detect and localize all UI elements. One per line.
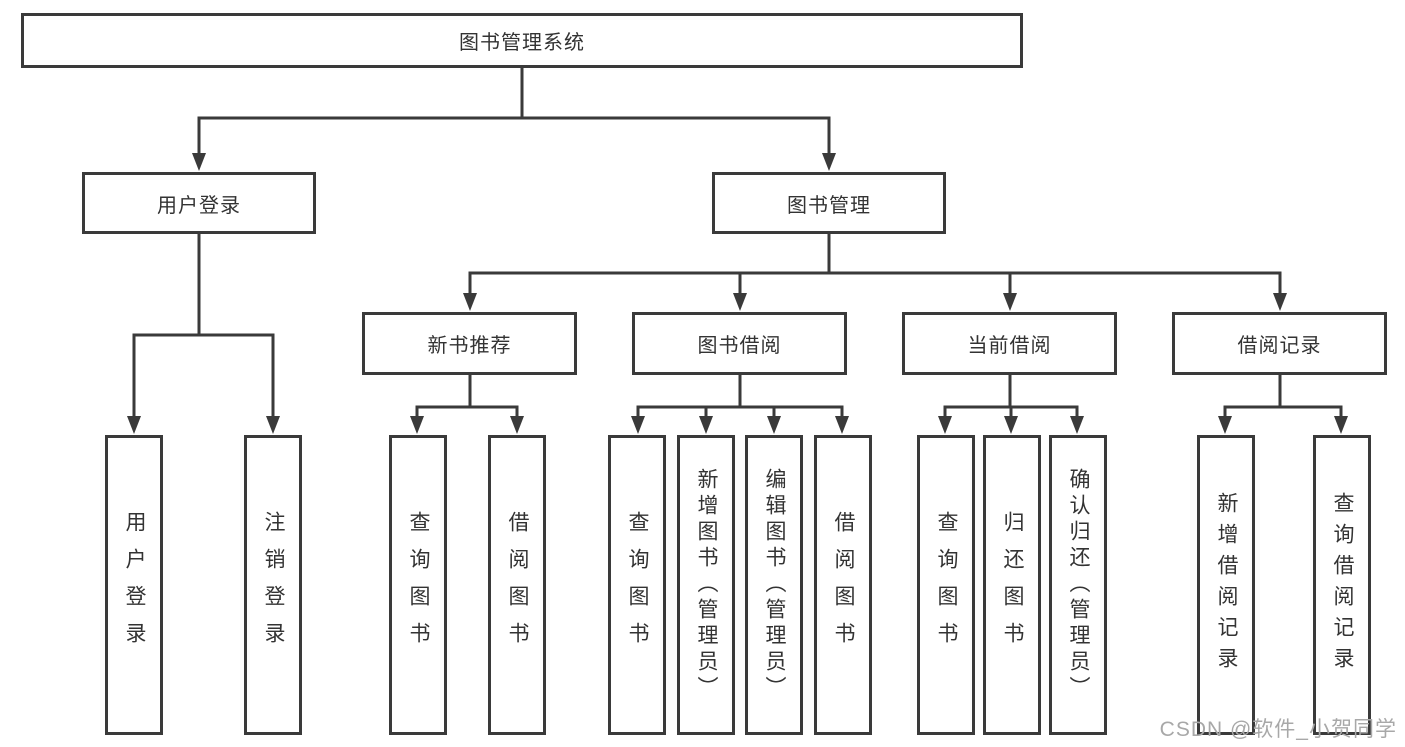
leaf-confirm-return-admin: 确认归还（管理员）: [1049, 435, 1107, 735]
leaf-add-borrow-record: 新增借阅记录: [1197, 435, 1255, 735]
node-user-login: 用户登录: [82, 172, 316, 234]
node-book-management: 图书管理: [712, 172, 946, 234]
node-library-system: 图书管理系统: [21, 13, 1023, 68]
leaf-query-books-recommend: 查询图书: [389, 435, 447, 735]
leaf-return-books: 归还图书: [983, 435, 1041, 735]
leaf-query-borrow-record: 查询借阅记录: [1313, 435, 1371, 735]
leaf-logout: 注销登录: [244, 435, 302, 735]
leaf-user-login: 用户登录: [105, 435, 163, 735]
leaf-borrow-books-recommend: 借阅图书: [488, 435, 546, 735]
node-book-borrowing: 图书借阅: [632, 312, 847, 375]
leaf-query-books-current: 查询图书: [917, 435, 975, 735]
csdn-watermark: CSDN @软件_小贺同学: [1159, 718, 1397, 741]
leaf-edit-books-admin: 编辑图书（管理员）: [745, 435, 803, 735]
leaf-query-books-borrow: 查询图书: [608, 435, 666, 735]
leaf-borrow-books: 借阅图书: [814, 435, 872, 735]
node-new-book-recommendation: 新书推荐: [362, 312, 577, 375]
node-current-borrowing: 当前借阅: [902, 312, 1117, 375]
node-borrowing-records: 借阅记录: [1172, 312, 1387, 375]
leaf-add-books-admin: 新增图书（管理员）: [677, 435, 735, 735]
